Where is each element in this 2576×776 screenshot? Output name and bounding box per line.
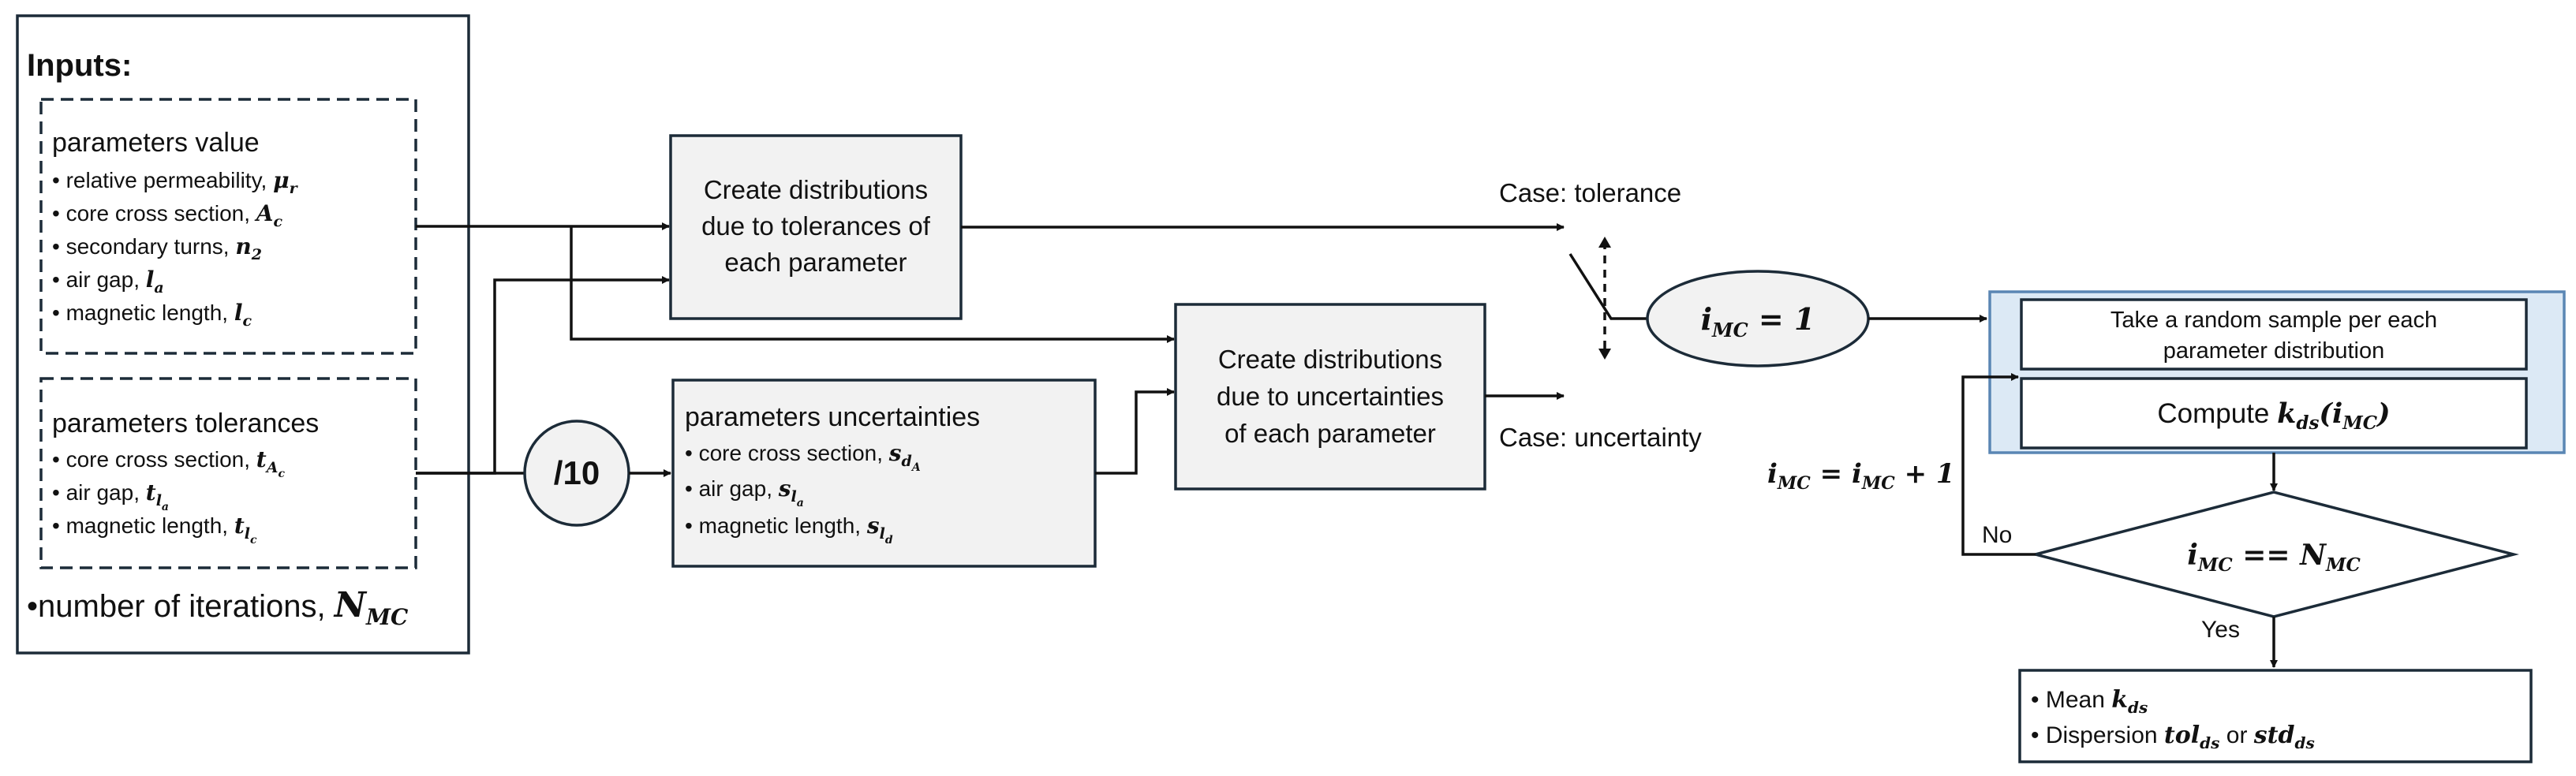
uncertainty-distribution-box bbox=[1174, 303, 1486, 491]
param-value-cross-section: • core cross section, Ac bbox=[52, 200, 283, 230]
result-mean: • Mean kds bbox=[2031, 686, 2148, 717]
no-label: No bbox=[1982, 522, 2012, 548]
decision-label: iMC == NMC bbox=[2187, 539, 2361, 576]
uncertainty-box-line-1: Create distributions bbox=[1218, 345, 1442, 374]
inputs-title: Inputs: bbox=[27, 48, 132, 83]
iteration-decision bbox=[2030, 491, 2519, 618]
random-sample-line-2: parameter distribution bbox=[2163, 338, 2384, 364]
tolerance-box-line-3: each parameter bbox=[724, 248, 907, 277]
compute-kds-box bbox=[2020, 377, 2528, 450]
switch-arrow-down-icon bbox=[1598, 349, 1611, 360]
connector-values-to-uncertainty-box bbox=[570, 226, 1175, 343]
result-dispersion: • Dispersion tolds or stdds bbox=[2031, 722, 2315, 752]
parameters-tolerances-group bbox=[39, 377, 417, 569]
parameters-value-group bbox=[39, 98, 417, 355]
param-unc-magnetic-length: • magnetic length, sld bbox=[685, 513, 893, 547]
case-uncertainty-label: Case: uncertainty bbox=[1499, 423, 1702, 452]
connector-uncertainties-to-box bbox=[1095, 388, 1175, 475]
param-unc-cross-section: • core cross section, sdA bbox=[685, 440, 921, 474]
param-value-secondary-turns: • secondary turns, n2 bbox=[52, 233, 262, 263]
param-unc-air-gap: • air gap, sla bbox=[685, 476, 804, 509]
random-sample-line-1: Take a random sample per each bbox=[2111, 308, 2437, 333]
parameters-uncertainties-heading: parameters uncertainties bbox=[685, 402, 980, 432]
results-box bbox=[2018, 669, 2533, 763]
case-tolerance-label: Case: tolerance bbox=[1499, 178, 1681, 207]
tolerance-box-line-2: due to tolerances of bbox=[701, 211, 931, 241]
param-value-permeability: • relative permeability, μr bbox=[52, 167, 299, 197]
iterations-label: •number of iterations, NMC bbox=[27, 585, 409, 630]
param-tol-air-gap: • air gap, tla bbox=[52, 479, 169, 513]
parameters-value-heading: parameters value bbox=[52, 128, 260, 158]
init-counter-label: iMC = 1 bbox=[1701, 301, 1815, 341]
tolerance-box-line-1: Create distributions bbox=[704, 175, 928, 204]
uncertainty-box-line-2: due to uncertainties bbox=[1217, 382, 1444, 411]
tolerance-distribution-box bbox=[669, 134, 963, 320]
divide-by-ten-label: /10 bbox=[554, 454, 600, 491]
param-value-magnetic-length: • magnetic length, lc bbox=[52, 300, 252, 330]
random-sample-box bbox=[2020, 298, 2528, 371]
parameters-tolerances-heading: parameters tolerances bbox=[52, 409, 319, 438]
yes-label: Yes bbox=[2201, 617, 2240, 643]
switch-lever bbox=[1568, 253, 1647, 320]
param-value-air-gap: • air gap, la bbox=[52, 267, 164, 297]
switch-arrow-up-icon bbox=[1598, 237, 1611, 248]
increment-label: iMC = iMC + 1 bbox=[1767, 458, 1955, 494]
param-tol-cross-section: • core cross section, tAc bbox=[52, 446, 285, 480]
param-tol-magnetic-length: • magnetic length, tlc bbox=[52, 513, 257, 547]
parameters-uncertainties-box bbox=[671, 379, 1097, 568]
uncertainty-box-line-3: of each parameter bbox=[1224, 419, 1436, 448]
connector-no-feedback bbox=[1961, 373, 2036, 556]
compute-kds-label: Compute kds(iMC) bbox=[2157, 397, 2390, 434]
